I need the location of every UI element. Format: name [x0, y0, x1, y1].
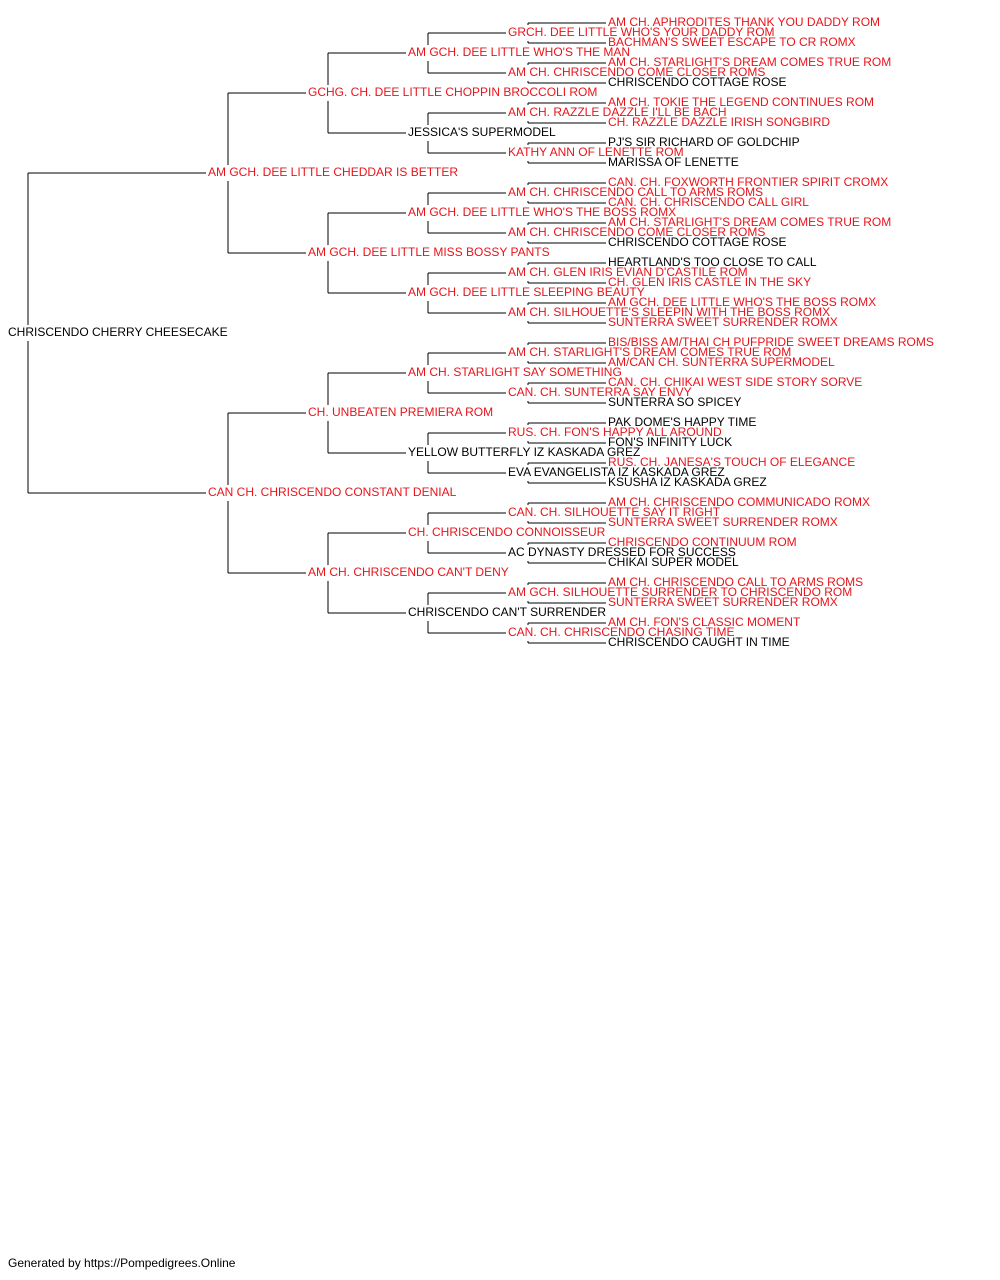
dam-gen3-name: CHRISCENDO CAN'T SURRENDER: [408, 605, 606, 619]
sire-gen4-name: AM CH. RAZZLE DAZZLE I'LL BE BACH: [508, 105, 727, 119]
dam-gen3-name: AM GCH. DEE LITTLE SLEEPING BEAUTY: [408, 285, 645, 299]
sire-gen2-name: GCHG. CH. DEE LITTLE CHOPPIN BROCCOLI RO…: [308, 85, 597, 99]
sire-gen4-name: AM CH. CHRISCENDO CALL TO ARMS ROMS: [508, 185, 763, 199]
sire-gen5-name: RUS. CH. JANESA'S TOUCH OF ELEGANCE: [608, 455, 855, 469]
dam-gen5-name: CHRISCENDO COTTAGE ROSE: [608, 75, 786, 89]
dam-gen5-name: CHRISCENDO CAUGHT IN TIME: [608, 635, 790, 649]
sire-gen5-name: AM CH. STARLIGHT'S DREAM COMES TRUE ROM: [608, 215, 891, 229]
sire-gen5-name: PAK DOME'S HAPPY TIME: [608, 415, 756, 429]
dam-gen4-name: KATHY ANN OF LENETTE ROM: [508, 145, 684, 159]
dam-gen4-name: AM CH. CHRISCENDO COME CLOSER ROMS: [508, 65, 765, 79]
sire-gen5-name: CAN. CH. CHIKAI WEST SIDE STORY SORVE: [608, 375, 862, 389]
sire-gen4-name: AM GCH. SILHOUETTE SURRENDER TO CHRISCEN…: [508, 585, 852, 599]
dam-gen5-name: SUNTERRA SO SPICEY: [608, 395, 741, 409]
sire-gen3-name: AM GCH. DEE LITTLE WHO'S THE BOSS ROMX: [408, 205, 676, 219]
sire-gen3-name: AM GCH. DEE LITTLE WHO'S THE MAN: [408, 45, 630, 59]
dam-gen5-name: MARISSA OF LENETTE: [608, 155, 739, 169]
sire-gen4-name: AM CH. STARLIGHT'S DREAM COMES TRUE ROM: [508, 345, 791, 359]
dam-gen4-name: AM CH. CHRISCENDO COME CLOSER ROMS: [508, 225, 765, 239]
sire-gen5-name: PJ'S SIR RICHARD OF GOLDCHIP: [608, 135, 800, 149]
dam-gen5-name: AM/CAN CH. SUNTERRA SUPERMODEL: [608, 355, 835, 369]
dam-gen5-name: CAN. CH. CHRISCENDO CALL GIRL: [608, 195, 809, 209]
sire-gen5-name: AM CH. TOKIE THE LEGEND CONTINUES ROM: [608, 95, 874, 109]
sire-gen2-name: CH. UNBEATEN PREMIERA ROM: [308, 405, 493, 419]
dam-gen5-name: FON'S INFINITY LUCK: [608, 435, 732, 449]
sire-gen5-name: HEARTLAND'S TOO CLOSE TO CALL: [608, 255, 817, 269]
dam-gen5-name: CHRISCENDO COTTAGE ROSE: [608, 235, 786, 249]
subject-name: CHRISCENDO CHERRY CHEESECAKE: [8, 325, 228, 339]
dam-gen4-name: CAN. CH. SUNTERRA SAY ENVY: [508, 385, 692, 399]
sire-gen5-name: CHRISCENDO CONTINUUM ROM: [608, 535, 797, 549]
dam-gen4-name: AC DYNASTY DRESSED FOR SUCCESS: [508, 545, 736, 559]
sire-gen5-name: AM CH. CHRISCENDO CALL TO ARMS ROMS: [608, 575, 863, 589]
dam-gen4-name: CAN. CH. CHRISCENDO CHASING TIME: [508, 625, 734, 639]
generated-by-footer: Generated by https://Pompedigrees.Online: [8, 1256, 236, 1270]
dam-gen5-name: SUNTERRA SWEET SURRENDER ROMX: [608, 315, 838, 329]
sire-gen4-name: AM CH. GLEN IRIS EVIAN D'CASTILE ROM: [508, 265, 748, 279]
dam-gen5-name: KSUSHA IZ KASKADA GREZ: [608, 475, 767, 489]
dam-gen3-name: JESSICA'S SUPERMODEL: [408, 125, 556, 139]
dam-gen5-name: CHIKAI SUPER MODEL: [608, 555, 739, 569]
sire-gen3-name: AM CH. STARLIGHT SAY SOMETHING: [408, 365, 622, 379]
sire-gen1-name: AM GCH. DEE LITTLE CHEDDAR IS BETTER: [208, 165, 458, 179]
sire-gen5-name: AM CH. APHRODITES THANK YOU DADDY ROM: [608, 15, 880, 29]
sire-gen5-name: AM CH. CHRISCENDO COMMUNICADO ROMX: [608, 495, 870, 509]
sire-gen5-name: AM GCH. DEE LITTLE WHO'S THE BOSS ROMX: [608, 295, 876, 309]
dam-gen4-name: AM CH. SILHOUETTE'S SLEEPIN WITH THE BOS…: [508, 305, 830, 319]
sire-gen3-name: CH. CHRISCENDO CONNOISSEUR: [408, 525, 606, 539]
dam-gen5-name: CH. RAZZLE DAZZLE IRISH SONGBIRD: [608, 115, 830, 129]
dam-gen2-name: AM CH. CHRISCENDO CAN'T DENY: [308, 565, 509, 579]
sire-gen4-name: GRCH. DEE LITTLE WHO'S YOUR DADDY ROM: [508, 25, 775, 39]
sire-gen5-name: AM CH. FON'S CLASSIC MOMENT: [608, 615, 801, 629]
dam-gen1-name: CAN CH. CHRISCENDO CONSTANT DENIAL: [208, 485, 457, 499]
sire-gen4-name: CAN. CH. SILHOUETTE SAY IT RIGHT: [508, 505, 721, 519]
dam-gen5-name: SUNTERRA SWEET SURRENDER ROMX: [608, 595, 838, 609]
dam-gen5-name: BACHMAN'S SWEET ESCAPE TO CR ROMX: [608, 35, 856, 49]
dam-gen3-name: YELLOW BUTTERFLY IZ KASKADA GREZ: [408, 445, 640, 459]
sire-gen4-name: RUS. CH. FON'S HAPPY ALL AROUND: [508, 425, 722, 439]
sire-gen5-name: CAN. CH. FOXWORTH FRONTIER SPIRIT CROMX: [608, 175, 888, 189]
dam-gen4-name: EVA EVANGELISTA IZ KASKADA GREZ: [508, 465, 725, 479]
dam-gen2-name: AM GCH. DEE LITTLE MISS BOSSY PANTS: [308, 245, 550, 259]
sire-gen5-name: AM CH. STARLIGHT'S DREAM COMES TRUE ROM: [608, 55, 891, 69]
dam-gen5-name: SUNTERRA SWEET SURRENDER ROMX: [608, 515, 838, 529]
sire-gen5-name: BIS/BISS AM/THAI CH PUFPRIDE SWEET DREAM…: [608, 335, 934, 349]
dam-gen5-name: CH. GLEN IRIS CASTLE IN THE SKY: [608, 275, 811, 289]
